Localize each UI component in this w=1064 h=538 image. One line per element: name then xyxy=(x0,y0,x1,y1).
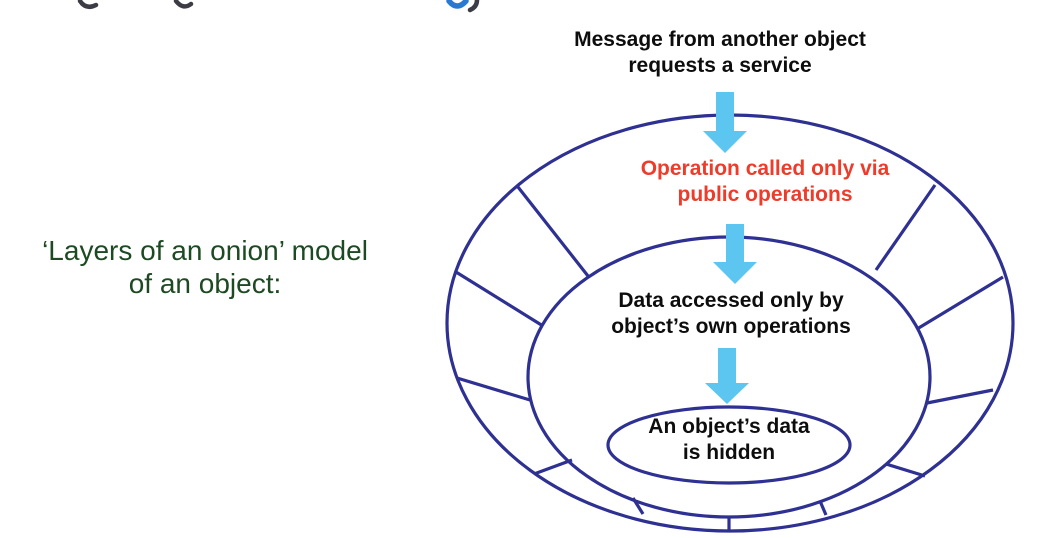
onion-segment-line xyxy=(926,388,994,405)
onion-segment-line xyxy=(885,462,926,478)
cropped-link-fragment xyxy=(446,0,469,9)
cropped-heading-fragment xyxy=(77,0,99,10)
onion-segment-line xyxy=(516,186,590,277)
message-label: Message from another object requests a s… xyxy=(574,28,866,77)
onion-segment-line xyxy=(874,184,937,271)
cropped-heading-fragment xyxy=(173,0,194,9)
inner-ellipse xyxy=(606,405,852,485)
onion-segment-line xyxy=(631,497,645,515)
onion-segment-line xyxy=(916,275,1004,331)
onion-segment-line xyxy=(456,376,531,402)
onion-model-caption: ‘Layers of an onion’ model of an object: xyxy=(42,235,368,299)
cropped-heading-fragment xyxy=(467,0,480,13)
data-access-label: Data accessed only by object’s own opera… xyxy=(611,289,851,338)
down-arrow-icon xyxy=(705,348,749,404)
down-arrow-icon xyxy=(713,224,757,284)
operation-label: Operation called only via public operati… xyxy=(640,157,890,206)
onion-segment-line xyxy=(533,458,573,476)
onion-segment-line xyxy=(455,270,544,328)
down-arrow-icon xyxy=(703,92,747,153)
onion-segment-line xyxy=(818,500,828,516)
hidden-data-label: An object’s data is hidden xyxy=(648,415,810,464)
